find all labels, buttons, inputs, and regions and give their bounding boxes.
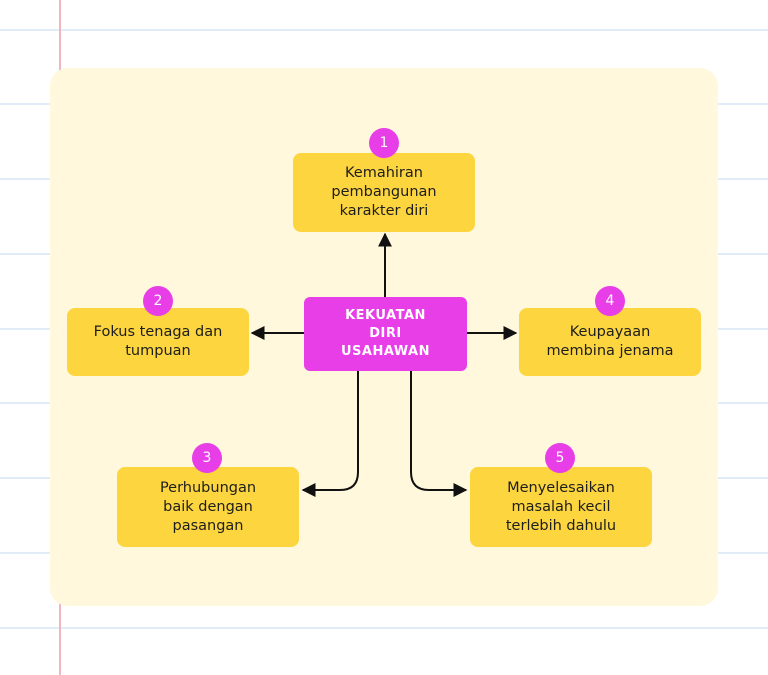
item-2-number: 2	[153, 293, 163, 309]
item-4-box: Keupayaan membina jenama	[519, 308, 701, 376]
center-concept-box: KEKUATAN DIRI USAHAWAN	[304, 297, 467, 371]
item-1-number-badge: 1	[369, 128, 399, 158]
item-1-number: 1	[379, 135, 389, 151]
item-5-number-badge: 5	[545, 443, 575, 473]
item-4-text: Keupayaan membina jenama	[546, 324, 674, 359]
item-3-number-badge: 3	[192, 443, 222, 473]
item-1-box: Kemahiran pembangunan karakter diri	[293, 153, 475, 232]
item-2-text: Fokus tenaga dan tumpuan	[93, 324, 223, 359]
item-4-number-badge: 4	[595, 286, 625, 316]
item-5-box: Menyelesaikan masalah kecil terlebih dah…	[470, 467, 652, 547]
item-2-box: Fokus tenaga dan tumpuan	[67, 308, 249, 376]
item-5-text: Menyelesaikan masalah kecil terlebih dah…	[505, 479, 617, 534]
arrow-to-item-5	[410, 371, 468, 497]
center-label: KEKUATAN DIRI USAHAWAN	[340, 308, 431, 359]
arrow-to-item-3	[301, 371, 359, 497]
item-3-box: Perhubungan baik dengan pasangan	[117, 467, 299, 547]
item-1-text: Kemahiran pembangunan karakter diri	[331, 165, 437, 219]
item-3-number: 3	[202, 450, 212, 466]
item-5-number: 5	[555, 450, 565, 466]
item-3-text: Perhubungan baik dengan pasangan	[159, 479, 257, 534]
item-4-number: 4	[605, 293, 615, 309]
item-2-number-badge: 2	[143, 286, 173, 316]
